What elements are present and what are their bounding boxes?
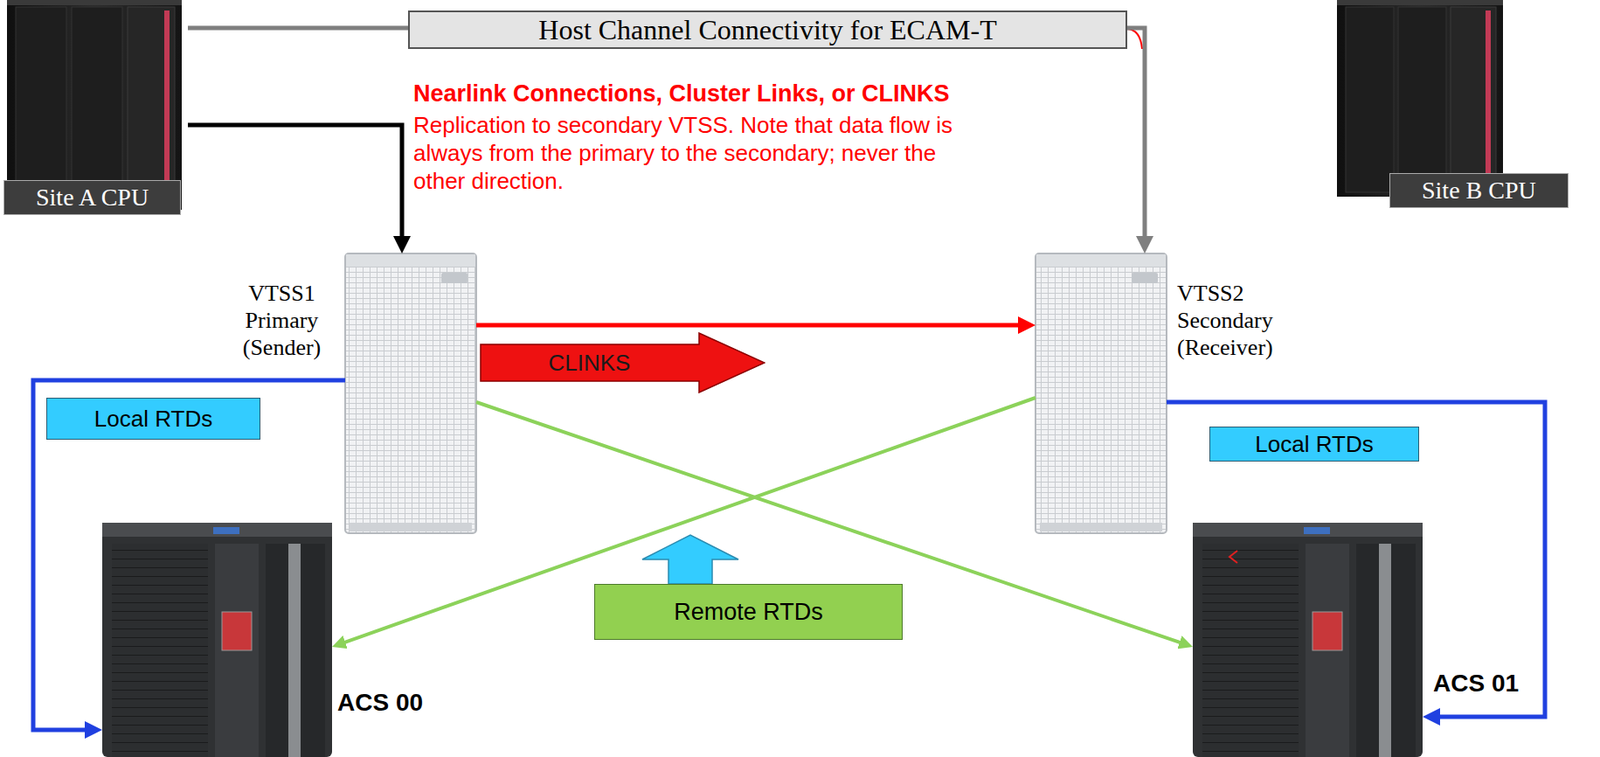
block-arrow: CLINKS	[479, 332, 766, 394]
site-label: Site A CPU	[3, 180, 181, 215]
library-label: ACS 01	[1433, 669, 1519, 698]
remote-rtd-link	[337, 397, 1036, 645]
mainframe-illustration	[1345, 6, 1394, 193]
vtss-rack-illustration	[346, 254, 476, 267]
tape-library-illustration	[1303, 526, 1330, 534]
tape-library-illustration	[111, 543, 208, 757]
library-label: ACS 00	[337, 688, 423, 717]
tape-library-illustration	[1378, 543, 1392, 757]
mainframe-illustration	[71, 6, 123, 205]
host-channel	[187, 124, 402, 247]
tape-library-illustration	[1305, 543, 1350, 757]
mainframe-illustration	[1336, 0, 1504, 197]
rtd-box: Local RTDs	[1209, 426, 1420, 462]
tape-library-illustration	[265, 543, 326, 757]
vtss-label: VTSS1 Primary (Sender)	[227, 279, 337, 361]
local-rtd-link	[1166, 401, 1545, 717]
mainframe-illustration	[6, 0, 182, 6]
vtss-rack-illustration	[1131, 272, 1158, 284]
host-cpu: Site A CPU	[0, 0, 188, 219]
tape-library: ACS 01	[1192, 522, 1423, 757]
tape-library-illustration	[102, 522, 333, 757]
mainframe-illustration	[1450, 6, 1497, 193]
rtd-label: Remote RTDs	[673, 598, 824, 626]
tape-library-illustration	[102, 522, 333, 757]
note-text: Replication to secondary VTSS. Note that…	[413, 110, 973, 195]
tape-library-illustration	[1356, 543, 1416, 757]
tape-library-illustration	[214, 543, 259, 757]
tape-library-illustration	[221, 611, 252, 651]
rtd-box: Local RTDs	[46, 397, 261, 440]
tape-library-illustration	[288, 543, 301, 757]
mainframe-illustration	[15, 6, 67, 205]
tape-library-illustration	[1192, 522, 1423, 537]
tape-library-illustration	[213, 526, 240, 534]
mainframe-illustration	[127, 6, 175, 205]
tape-library: ACS 00	[102, 522, 333, 757]
vtss-rack-illustration	[1035, 253, 1167, 534]
box-title: Host Channel Connectivity for ECAM-T	[538, 13, 997, 46]
note-heading: Nearlink Connections, Cluster Links, or …	[413, 79, 950, 108]
title-box: Host Channel Connectivity for ECAM-T	[408, 10, 1128, 49]
block-arrow-shape	[480, 332, 765, 393]
tape-library-illustration	[102, 522, 333, 537]
tape-library-illustration	[1192, 522, 1423, 757]
vtss-rack-illustration	[349, 522, 472, 532]
local-rtd-link	[33, 380, 346, 730]
cluster-link	[476, 323, 1029, 328]
up-arrow-symbol	[642, 534, 739, 584]
mainframe-illustration	[1485, 10, 1491, 189]
vtss-rack-illustration	[441, 272, 468, 284]
mainframe-illustration	[1336, 0, 1504, 197]
site-label: Site B CPU	[1389, 173, 1569, 208]
vtss-rack-illustration	[345, 253, 477, 534]
mainframe-illustration	[1398, 6, 1447, 193]
host-cpu: Site B CPU	[1336, 0, 1594, 212]
arrow-label: CLINKS	[479, 332, 700, 394]
vtss-rack-illustration	[345, 253, 477, 534]
tape-library-illustration	[1229, 550, 1238, 563]
vtss-rack: VTSS1 Primary (Sender)	[345, 253, 477, 534]
vtss-rack: VTSS2 Secondary (Receiver)	[1035, 253, 1167, 534]
tape-library-illustration	[1192, 522, 1423, 757]
rtd-label: Local RTDs	[94, 405, 213, 432]
mainframe-illustration	[6, 0, 182, 210]
rtd-box: Remote RTDs	[594, 583, 903, 640]
mainframe-illustration	[1336, 0, 1504, 6]
vtss-rack-illustration	[1035, 253, 1167, 534]
tape-library-illustration	[1202, 543, 1299, 757]
host-channel	[187, 27, 1145, 247]
remote-rtd-link	[476, 401, 1188, 645]
vtss-rack-illustration	[1036, 254, 1166, 267]
vtss-rack-illustration	[1039, 522, 1163, 532]
rtd-label: Local RTDs	[1254, 430, 1373, 458]
mainframe-illustration	[6, 0, 182, 210]
mainframe-illustration	[164, 10, 170, 200]
leader-line	[1127, 28, 1143, 49]
tape-library-illustration	[1312, 611, 1343, 651]
vtss-label: VTSS2 Secondary (Receiver)	[1177, 279, 1309, 361]
